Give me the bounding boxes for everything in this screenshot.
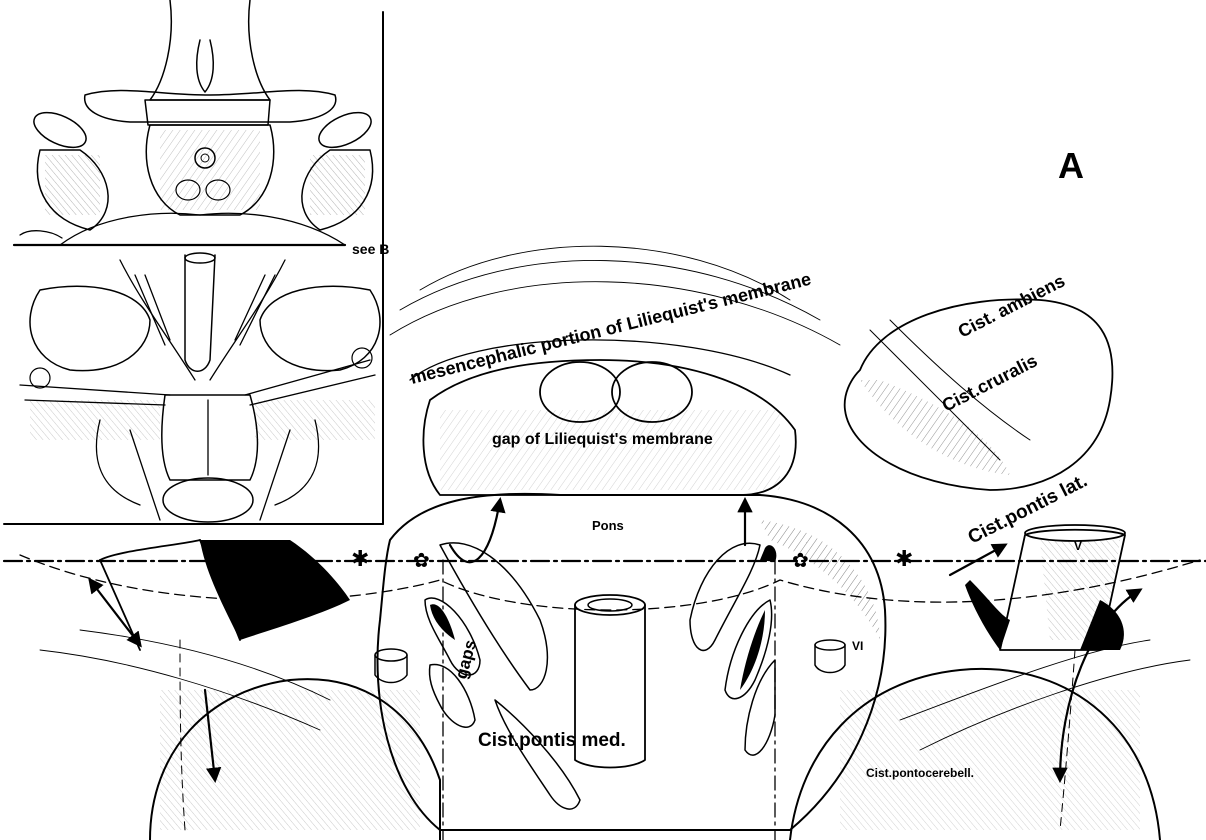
mesencephalic-label: mesencephalic portion of Liliequist's me… xyxy=(408,269,813,388)
pons-label: Pons xyxy=(592,518,624,533)
cist-pontocerebell-label: Cist.pontocerebell. xyxy=(866,766,974,780)
nerve-vi-label: VI xyxy=(852,639,863,653)
gaps-label: gaps xyxy=(452,638,481,681)
cist-pontis-lat-label: Cist.pontis lat. xyxy=(965,470,1091,548)
svg-text:✿: ✿ xyxy=(792,548,809,572)
cist-pontis-med-label: Cist.pontis med. xyxy=(478,730,626,751)
cist-cruralis-label: Cist.cruralis xyxy=(939,351,1041,416)
see-b-label: see B xyxy=(352,241,389,257)
inset-panel: see B xyxy=(4,0,389,524)
svg-text:✱: ✱ xyxy=(895,547,913,572)
figure-letter: A xyxy=(1058,145,1084,186)
cist-ambiens-label: Cist. ambiens xyxy=(955,271,1068,342)
svg-text:✿: ✿ xyxy=(413,548,430,572)
gap-label: gap of Liliequist's membrane xyxy=(492,431,713,448)
nerve-v-label: V xyxy=(1074,539,1082,553)
svg-text:✱: ✱ xyxy=(351,547,369,572)
